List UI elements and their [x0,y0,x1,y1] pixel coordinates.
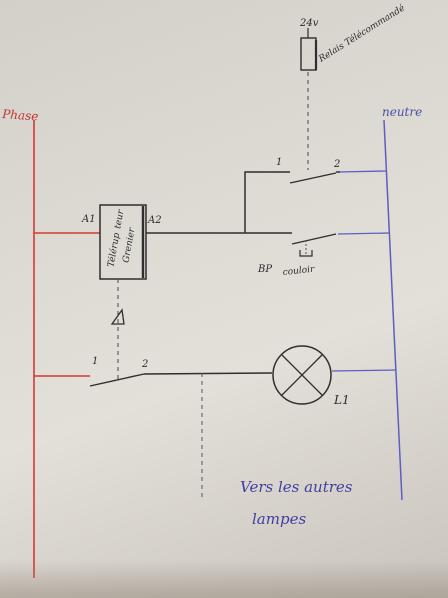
voltage-label: 24v [299,18,319,29]
telerupteur-label-3: Grenier [122,227,138,264]
relais-label: Relais Télécommandé [316,2,407,65]
contact-top-2-label: 2 [333,159,340,170]
contact-bottom-2-label: 2 [141,359,148,370]
bp-push-button [299,250,313,257]
lamp-l1-label: L1 [333,393,350,407]
bp-label: BP [257,264,272,275]
phase-label: Phase [1,107,39,124]
neutre-line [383,119,403,501]
telerupteur-box [99,204,147,280]
neutre-branch-bp [337,232,391,235]
note-line-2: lampes [252,510,306,528]
bottom-contact-blade [89,373,145,387]
neutre-branch-lamp [331,369,397,372]
neutre-label: neutre [382,105,422,119]
contact-top-1-label: 1 [276,157,282,168]
couloir-label: couloir [282,265,315,278]
telerupteur-label-2: teur [113,208,126,229]
note-line-1: Vers les autres [240,478,353,496]
wire-to-lamp [143,372,273,375]
wire-top-contact [244,171,290,233]
actuator-triangle [110,308,125,325]
contact-bottom-1-label: 1 [92,356,98,367]
a1-label: A1 [81,214,96,225]
lamp-cross-b [281,354,323,396]
relay-coil [300,37,317,71]
neutre-branch-top [337,170,387,173]
top-contact-blade [289,172,337,184]
bp-contact-blade [291,233,337,245]
telerupteur-label-1: Télérup [106,232,123,268]
lamp-l1-circle [272,345,332,405]
a2-label: A2 [147,215,162,226]
photo-shadow [0,560,448,598]
